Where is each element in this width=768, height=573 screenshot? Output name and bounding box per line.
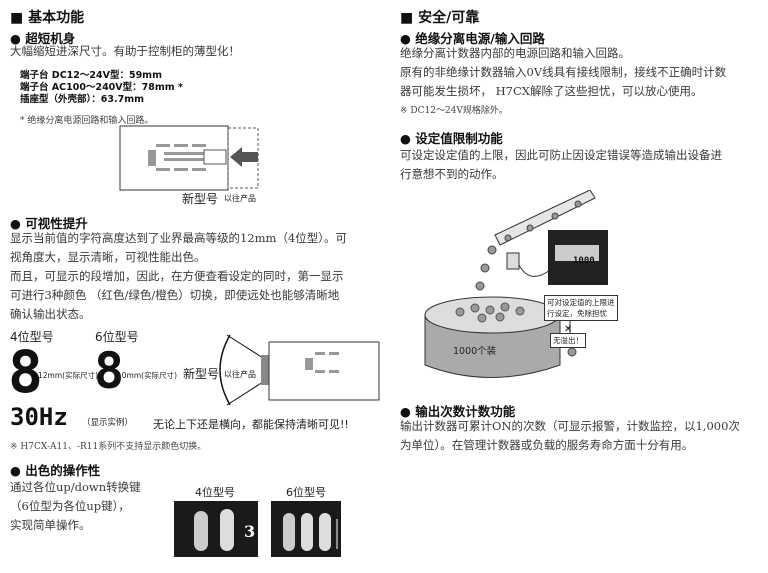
- digit-4-model: 8: [8, 338, 43, 406]
- isolation-line: 原有的非绝缘计数器输入0V线具有接线限制，接线不正确时计数: [400, 65, 727, 79]
- visibility-line: 确认输出状态。: [10, 307, 91, 321]
- model-4-digit-label: 4位型号: [195, 486, 235, 499]
- keys-4-digit-photo: 3: [174, 501, 258, 557]
- isolation-line: 器可能发生损坏， H7CX解除了这些担忧，可以放心使用。: [400, 84, 703, 98]
- spec-line: 端子台 AC100～240V型：78mm *: [20, 82, 183, 93]
- visibility-line: 显示当前值的字符高度达到了业界最高等级的12mm（4位型）。可: [10, 231, 348, 245]
- overflow-callout: 无溢出！: [550, 333, 586, 348]
- limit-line: 可设定设定值的上限，因此可防止因设定错误等造成输出设备进: [400, 148, 722, 162]
- heading-operation: ● 出色的操作性: [10, 463, 101, 478]
- heading-short-body: ● 超短机身: [10, 31, 76, 46]
- model-4-digit-label: 4位型号: [10, 330, 54, 344]
- digit-6-model: 8: [94, 342, 125, 400]
- label-old-product: 以往产品: [224, 194, 256, 203]
- visibility-note: ※ H7CX-A11、-R11系列不支持显示颜色切换。: [10, 442, 207, 452]
- section-title-basic: ■ 基本功能: [10, 10, 85, 26]
- operation-line: 通过各位up/down转换键: [10, 480, 141, 494]
- svg-text:✕: ✕: [564, 324, 572, 335]
- operation-line: （6位型为各位up键），: [10, 499, 130, 513]
- model-6-digit-label: 6位型号: [286, 486, 326, 499]
- limit-callout: 可对设定值的上限进行设定，免除担忧: [544, 295, 618, 321]
- size-6-label: 10mm(实际尺寸): [117, 371, 178, 380]
- limit-line: 行意想不到的动作。: [400, 167, 504, 181]
- model-6-digit-label: 6位型号: [95, 330, 139, 344]
- keys-6-digit-photo: [271, 501, 341, 557]
- bucket-label: 1000个装: [453, 346, 497, 357]
- output-line: 为单位）。在管理计数器或负载的服务寿命方面十分有用。: [400, 438, 694, 452]
- callout-line: 行设定，免除担忧: [547, 309, 607, 318]
- heading-limit: ● 设定值限制功能: [400, 131, 503, 146]
- callout-line: 可对设定值的上限进: [547, 298, 615, 307]
- isolation-note: ※ DC12～24V规格除外。: [400, 106, 508, 116]
- display-example-label: （显示实例）: [82, 418, 134, 428]
- svg-text:3: 3: [244, 522, 255, 541]
- counter-display: 1000: [573, 256, 595, 266]
- heading-isolation: ● 绝缘分离电源/输入回路: [400, 31, 545, 46]
- size-4-label: 12mm(实际尺寸): [38, 371, 99, 380]
- label-new-model: 新型号: [183, 367, 220, 381]
- label-new-model: 新型号: [182, 192, 219, 206]
- display-example: 30Hz: [10, 403, 68, 431]
- visibility-line: 可进行3种颜色 （红色/绿色/橙色）切换，即使远处也能够清晰地: [10, 288, 340, 302]
- overflow-illustration: ✕: [424, 190, 608, 378]
- output-line: 输出计数器可累计ON的次数（可显示报警，计数监控，以1,000次: [400, 419, 740, 433]
- spec-line: 插座型（外壳部）：63.7mm: [20, 94, 144, 105]
- visibility-line: 而且，可显示的段增加，因此，在方便查看设定的同时，第一显示: [10, 269, 344, 283]
- section-title-safety: ■ 安全/可靠: [400, 10, 480, 26]
- isolation-line: 绝缘分离计数器内部的电源回路和输入回路。: [400, 46, 630, 60]
- operation-line: 实现简单操作。: [10, 518, 91, 532]
- label-old-product: 以往产品: [224, 370, 256, 379]
- viewing-angle-diagram: [219, 334, 380, 406]
- device-depth-diagram: [119, 125, 259, 191]
- visibility-line: 视角度大，显示清晰，可视性能出色。: [10, 250, 206, 264]
- visibility-caption: 无论上下还是横向，都能保持清晰可见!!: [153, 418, 349, 431]
- heading-output: ● 输出次数计数功能: [400, 404, 516, 419]
- spec-line: 端子台 DC12～24V型：59mm: [20, 70, 162, 81]
- short-body-text: 大幅缩短进深尺寸。有助于控制柜的薄型化！: [10, 44, 240, 58]
- heading-visibility: ● 可视性提升: [10, 216, 88, 231]
- short-body-note: * 绝缘分离电源回路和输入回路。: [20, 116, 154, 126]
